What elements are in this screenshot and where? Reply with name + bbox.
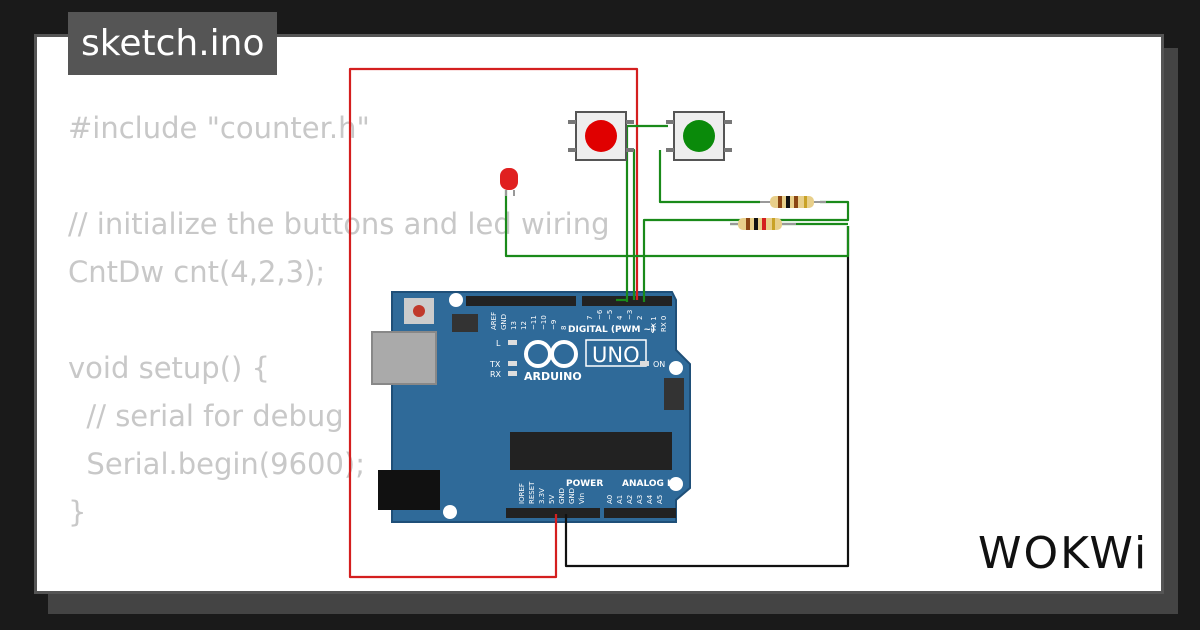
- analog-header: [604, 508, 676, 518]
- icsp-header: [452, 314, 478, 332]
- led-red[interactable]: [500, 168, 518, 196]
- button-red-cap: [585, 120, 617, 152]
- led-label-tx: TX: [489, 360, 501, 369]
- pin-label: A3: [636, 495, 644, 504]
- digital-header-label: DIGITAL (PWM ~): [568, 325, 655, 335]
- pin-label: 7: [586, 316, 594, 320]
- pushbutton-green[interactable]: [666, 111, 732, 161]
- model-badge: [585, 339, 647, 367]
- pin-label: ~5: [606, 310, 614, 320]
- code-line: }: [68, 495, 87, 529]
- pin-label: ~10: [540, 315, 548, 330]
- arduino-brand: ARDUINO: [524, 370, 582, 383]
- pin-label: ~6: [596, 309, 604, 320]
- arduino-infinity-icon: [524, 340, 578, 368]
- mounting-hole: [443, 505, 457, 519]
- code-line: CntDw cnt(4,2,3);: [68, 255, 326, 289]
- code-line: Serial.begin(9600);: [68, 447, 366, 481]
- led-tx: [508, 361, 517, 366]
- pin-label: RESET: [528, 481, 536, 504]
- pin-label: ~9: [550, 320, 558, 330]
- icsp-header-side: [664, 378, 684, 410]
- resistor-2[interactable]: [730, 218, 796, 230]
- pin-label: 8: [560, 326, 568, 330]
- led-body: [500, 168, 518, 190]
- pushbutton-red[interactable]: [568, 111, 634, 161]
- led-label-on: ON: [653, 360, 665, 369]
- resistor-1[interactable]: [760, 196, 826, 208]
- pin-label: GND: [558, 488, 566, 504]
- code-line: #include "counter.h": [68, 111, 370, 145]
- pin-label: A2: [626, 495, 634, 504]
- power-jack: [378, 470, 440, 510]
- pin-label: IOREF: [518, 483, 526, 504]
- wire-gnd[interactable]: [564, 226, 850, 568]
- file-tab[interactable]: sketch.ino: [68, 12, 278, 75]
- pin-label: A4: [646, 494, 654, 504]
- pin-label: 3.3V: [538, 488, 546, 504]
- analog-header-label: ANALOG IN: [622, 479, 678, 489]
- button-green-cap: [683, 120, 715, 152]
- reset-button-cap: [413, 305, 425, 317]
- led-l: [508, 340, 517, 345]
- model-label: UNO: [592, 343, 640, 367]
- pin-label: GND: [500, 314, 508, 330]
- pin-label: RX 0: [660, 316, 668, 332]
- wokwi-logo: WOKWi: [978, 528, 1149, 579]
- pin-label: A0: [606, 495, 614, 504]
- mounting-hole: [669, 361, 683, 375]
- pin-label: A5: [656, 495, 664, 504]
- pin-label: A1: [616, 495, 624, 504]
- pin-label: 13: [510, 321, 518, 330]
- code-line: // initialize the buttons and led wiring: [68, 207, 610, 241]
- led-rx: [508, 371, 517, 376]
- pin-label: Vin: [578, 493, 586, 504]
- pin-label: TX 1: [650, 316, 658, 333]
- pin-label: ~11: [530, 315, 538, 330]
- pin-label: ~3: [626, 310, 634, 320]
- pin-label: 2: [636, 316, 644, 320]
- atmega-chip: [510, 432, 672, 470]
- pin-label: 5V: [548, 495, 556, 504]
- power-header: [506, 508, 600, 518]
- wire-green-button-pin2[interactable]: [658, 150, 760, 204]
- pin-label: 4: [616, 315, 624, 320]
- digital-header-left: [466, 296, 576, 306]
- power-header-label: POWER: [566, 479, 603, 489]
- led-on: [640, 361, 649, 366]
- pin-label: AREF: [490, 312, 498, 330]
- arduino-uno-board[interactable]: ARDUINO UNO DIGITAL (PWM ~) ANALOG IN PO…: [371, 291, 691, 523]
- pin-label: GND: [568, 488, 576, 504]
- pin-label: 12: [520, 321, 528, 330]
- mounting-hole: [669, 477, 683, 491]
- wire-led-pin3[interactable]: [504, 190, 850, 258]
- code-line: // serial for debug: [68, 399, 344, 433]
- code-line: void setup() {: [68, 351, 270, 385]
- code-preview: #include "counter.h" // initialize the b…: [68, 104, 609, 536]
- wire-resistor1-right[interactable]: [642, 200, 850, 302]
- wire-5v[interactable]: [348, 67, 639, 579]
- mounting-hole: [449, 293, 463, 307]
- usb-port: [371, 331, 437, 385]
- led-label-rx: RX: [490, 370, 502, 379]
- led-label-l: L: [496, 339, 501, 348]
